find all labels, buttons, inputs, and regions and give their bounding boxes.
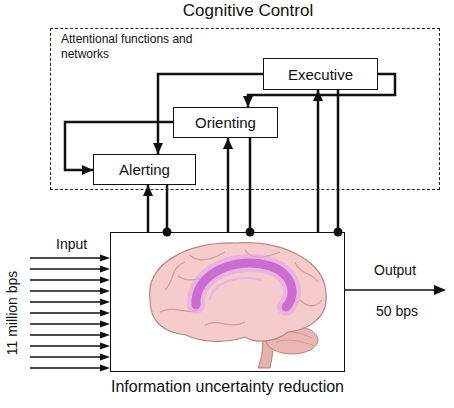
input-line bbox=[30, 290, 101, 291]
connector bbox=[227, 138, 230, 232]
output-rate-label: 50 bps bbox=[376, 303, 418, 319]
input-line bbox=[30, 356, 101, 357]
diagram-title: Cognitive Control bbox=[183, 1, 313, 21]
network-group: Attentional functions and networksExecut… bbox=[50, 28, 440, 190]
input-arrows bbox=[30, 255, 110, 372]
input-arrowhead bbox=[100, 343, 110, 350]
node-text: Information uncertainty reduction bbox=[111, 378, 344, 396]
input-arrowhead bbox=[100, 255, 110, 262]
brain-box: Information uncertainty reduction bbox=[110, 232, 345, 372]
input-line bbox=[30, 301, 101, 302]
input-label: Input bbox=[56, 236, 87, 252]
input-arrowhead bbox=[100, 277, 110, 284]
connector bbox=[337, 90, 340, 232]
input-rate-label: 11 million bps bbox=[4, 271, 20, 356]
input-arrowhead bbox=[100, 365, 110, 372]
input-arrowhead bbox=[100, 310, 110, 317]
input-arrowhead bbox=[100, 266, 110, 273]
process-box: Alerting bbox=[93, 154, 196, 185]
input-line bbox=[30, 323, 101, 324]
input-line bbox=[30, 268, 101, 269]
input-line bbox=[30, 312, 101, 313]
output-arrowhead bbox=[434, 285, 446, 295]
output-line bbox=[345, 289, 436, 291]
output-label: Output bbox=[374, 262, 416, 278]
connector bbox=[317, 90, 320, 232]
input-arrowhead bbox=[100, 354, 110, 361]
process-box: Executive bbox=[263, 58, 378, 90]
node-text: Attentional functions and networks bbox=[61, 32, 211, 62]
node-text: Executive bbox=[288, 66, 353, 83]
connector bbox=[249, 138, 252, 232]
input-line bbox=[30, 334, 101, 335]
input-line bbox=[30, 345, 101, 346]
input-arrowhead bbox=[100, 321, 110, 328]
connector bbox=[166, 185, 169, 232]
connector bbox=[147, 185, 150, 232]
input-line bbox=[30, 367, 101, 368]
input-arrowhead bbox=[100, 332, 110, 339]
node-text: Alerting bbox=[119, 161, 170, 178]
node-text: Orienting bbox=[195, 114, 256, 131]
input-arrowhead bbox=[100, 299, 110, 306]
input-line bbox=[30, 257, 101, 258]
input-line bbox=[30, 279, 101, 280]
input-arrowhead bbox=[100, 288, 110, 295]
process-box: Orienting bbox=[173, 107, 278, 138]
